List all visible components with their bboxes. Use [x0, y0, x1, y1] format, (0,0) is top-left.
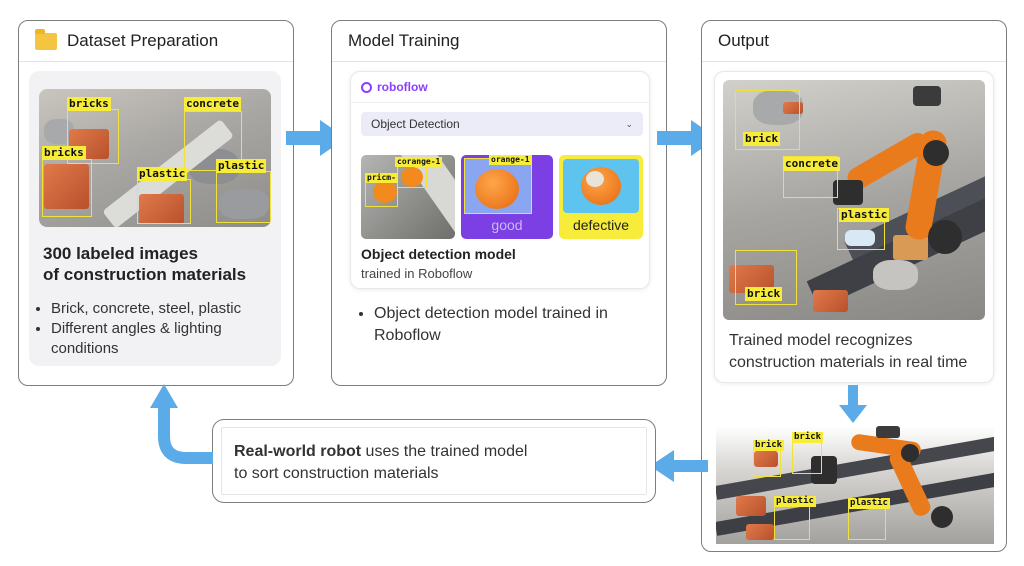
training-bullets: Object detection model trained in Robofl…: [354, 303, 664, 347]
detection-box: [783, 156, 838, 198]
label-tag: plastic: [216, 159, 267, 173]
defective-caption: defective: [572, 217, 630, 233]
headline-line: of construction materials: [43, 265, 247, 284]
panel-header: Model Training: [332, 21, 666, 62]
label-tag: plastic: [839, 208, 890, 222]
label-tag: brick: [753, 440, 785, 451]
panel-header: Dataset Preparation: [19, 21, 293, 62]
detection-box: [735, 90, 800, 150]
label-tag: concrete: [783, 157, 840, 171]
label-tag: brick: [743, 132, 781, 146]
feedback-bold: Real-world robot: [234, 443, 362, 460]
headline-line: 300 labeled images: [43, 244, 198, 263]
label-tag: brick: [745, 287, 783, 301]
label-tag: bricks: [42, 146, 86, 160]
feedback-text: uses the trained model: [361, 443, 528, 460]
label-tag: concrete: [184, 97, 241, 111]
bullet-item: Object detection model trained in Robofl…: [374, 303, 664, 347]
label-tag: plastic: [774, 496, 816, 507]
panel-title: Dataset Preparation: [67, 31, 219, 50]
label-tag: corange-1: [395, 157, 443, 167]
model-training-panel: Model Training roboflow Object Detection…: [331, 20, 667, 386]
thumbnail-good: orange-1 good: [461, 155, 553, 239]
roboflow-logo-icon: [361, 81, 372, 93]
roboflow-card: roboflow Object Detection ⌄ corange-1 pr…: [350, 71, 650, 289]
output-caption: Trained model recognizes construction ma…: [729, 332, 968, 371]
roboflow-brand: roboflow: [361, 80, 428, 94]
folder-icon: [35, 28, 57, 50]
panel-title: Model Training: [348, 31, 460, 50]
brand-name: roboflow: [377, 80, 428, 94]
task-dropdown[interactable]: Object Detection ⌄: [361, 112, 643, 136]
dataset-preparation-panel: Dataset Preparation bricks concrete bric…: [18, 20, 294, 386]
bullet-item: Different angles & lighting conditions: [51, 319, 291, 359]
bullet-item: Brick, concrete, steel, plastic: [51, 299, 291, 319]
dataset-card: bricks concrete bricks plastic plastic 3…: [29, 71, 281, 366]
thumbnail-defective: defective: [559, 155, 643, 239]
detection-box: [753, 447, 781, 477]
output-card: brick concrete plastic brick Trained mod…: [714, 71, 994, 383]
model-subtitle: trained in Roboflow: [361, 266, 473, 281]
good-caption: good: [491, 217, 523, 233]
label-tag: orange-1: [489, 155, 532, 165]
dataset-headline: 300 labeled images of construction mater…: [43, 243, 246, 285]
feedback-inner: Real-world robot uses the trained model …: [221, 427, 647, 495]
real-world-robot-box: Real-world robot uses the trained model …: [212, 419, 656, 503]
feedback-line: Real-world robot uses the trained model: [234, 441, 634, 463]
chevron-down-icon: ⌄: [625, 118, 633, 129]
dropdown-value: Object Detection: [371, 117, 460, 131]
label-tag: plastic: [848, 498, 890, 509]
detection-box: [735, 250, 797, 305]
dataset-bullets: Brick, concrete, steel, plastic Differen…: [31, 299, 291, 359]
detection-box: [792, 440, 822, 474]
robot-sorting-image: brick brick plastic plastic: [716, 426, 994, 544]
output-panel: Output brick concrete plastic: [701, 20, 1007, 552]
arrow-return-up-icon: [150, 384, 213, 464]
dataset-image: bricks concrete bricks plastic plastic: [39, 89, 271, 227]
arrow-left-icon: [650, 450, 708, 482]
label-tag: plastic: [137, 167, 188, 181]
label-tag: brick: [792, 432, 824, 443]
arrow-down-icon: [839, 385, 867, 423]
label-tag: bricks: [67, 97, 111, 111]
model-title: Object detection model: [361, 246, 516, 262]
feedback-line2: to sort construction materials: [234, 465, 439, 482]
panel-header: Output: [702, 21, 1006, 62]
label-tag: pricm-: [365, 173, 398, 183]
output-image: brick concrete plastic brick: [723, 80, 985, 320]
thumbnail-conveyor: corange-1 pricm-: [361, 155, 455, 239]
panel-title: Output: [718, 31, 770, 50]
